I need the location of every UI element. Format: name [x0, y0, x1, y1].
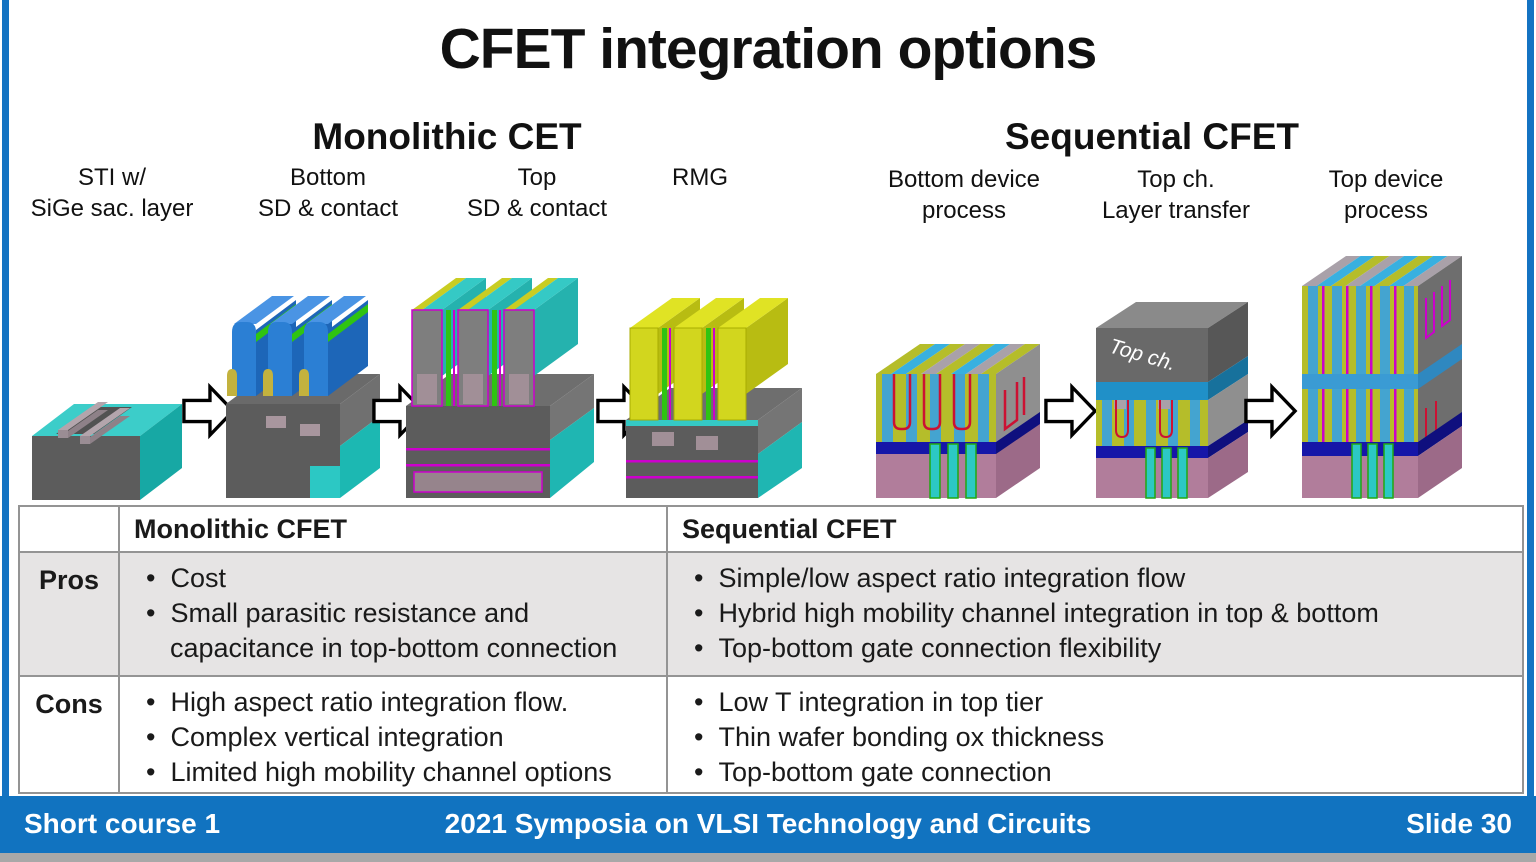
left-border-bar — [2, 0, 9, 796]
step-label-line: SD & contact — [257, 195, 399, 222]
pros-monolithic-cell: Cost Small parasitic resistance and capa… — [120, 553, 668, 677]
bottom-device-structure — [876, 344, 1040, 499]
pros-row-label: Pros — [20, 553, 120, 677]
step-label-line: Top device — [1328, 166, 1444, 193]
list-item: Hybrid high mobility channel integration… — [680, 596, 1510, 631]
list-item: High aspect ratio integration flow. — [132, 685, 654, 720]
step-label-line: Bottom — [289, 164, 367, 191]
footer-slide-number: Slide 30 — [1406, 808, 1512, 839]
step-label-line: Top — [517, 164, 557, 191]
step-label-bottom-device: Bottom device process — [859, 164, 1069, 226]
step-label-top-device: Top device process — [1281, 164, 1491, 226]
flow-arrow-icon — [182, 382, 236, 440]
footer-course-label: Short course 1 — [24, 808, 221, 839]
step-label-line: Layer transfer — [1101, 197, 1251, 224]
monolithic-heading: Monolithic CET — [312, 116, 582, 157]
step-label-line: Bottom device — [887, 166, 1041, 193]
sti-sige-structure — [32, 402, 182, 500]
page-title: CFET integration options — [439, 17, 1098, 81]
footer-bar: Short course 1 2021 Symposia on VLSI Tec… — [0, 796, 1536, 853]
bottom-strip — [0, 853, 1536, 862]
flow-arrow-icon — [1044, 382, 1098, 440]
comparison-table: Monolithic CFET Sequential CFET Pros Cos… — [18, 505, 1524, 794]
pros-sequential-cell: Simple/low aspect ratio integration flow… — [668, 553, 1522, 677]
list-item: Complex vertical integration — [132, 720, 654, 755]
list-item: Low T integration in top tier — [680, 685, 1510, 720]
step-label-line: STI w/ — [77, 164, 146, 191]
step-label-rmg: RMG — [595, 162, 805, 193]
top-device-structure — [1302, 256, 1462, 499]
rmg-structure — [626, 298, 802, 498]
bottom-sd-contact-structure — [226, 296, 380, 498]
list-item: Thin wafer bonding ox thickness — [680, 720, 1510, 755]
top-sd-contact-structure — [406, 278, 594, 498]
step-label-sti: STI w/ SiGe sac. layer — [7, 162, 217, 224]
cons-row-label: Cons — [20, 677, 120, 792]
cons-sequential-cell: Low T integration in top tier Thin wafer… — [668, 677, 1522, 792]
flow-arrow-icon — [1244, 382, 1298, 440]
step-label-line: process — [1343, 197, 1429, 224]
step-label-layer-transfer: Top ch. Layer transfer — [1071, 164, 1281, 226]
footer-conference-label: 2021 Symposia on VLSI Technology and Cir… — [444, 808, 1092, 839]
step-label-line: SiGe sac. layer — [30, 195, 194, 222]
list-item: Top-bottom gate connection — [680, 755, 1510, 790]
layer-transfer-structure: Top ch. — [1096, 302, 1248, 499]
step-label-top-sd: Top SD & contact — [432, 162, 642, 224]
list-item: Top-bottom gate connection flexibility — [680, 631, 1510, 666]
list-item: Limited high mobility channel options — [132, 755, 654, 790]
step-label-line: Top ch. — [1137, 166, 1215, 193]
table-header-monolithic: Monolithic CFET — [120, 507, 668, 553]
list-item: Cost — [132, 561, 654, 596]
sequential-heading: Sequential CFET — [1005, 116, 1299, 157]
step-label-line: SD & contact — [466, 195, 608, 222]
table-header-sequential: Sequential CFET — [668, 507, 1522, 553]
step-label-line: RMG — [672, 164, 728, 191]
step-label-bottom-sd: Bottom SD & contact — [223, 162, 433, 224]
step-label-line: process — [921, 197, 1007, 224]
list-item: Small parasitic resistance and capacitan… — [132, 596, 654, 666]
table-header-empty — [20, 507, 120, 553]
cons-monolithic-cell: High aspect ratio integration flow. Comp… — [120, 677, 668, 792]
list-item: Simple/low aspect ratio integration flow — [680, 561, 1510, 596]
right-border-bar — [1527, 0, 1534, 796]
